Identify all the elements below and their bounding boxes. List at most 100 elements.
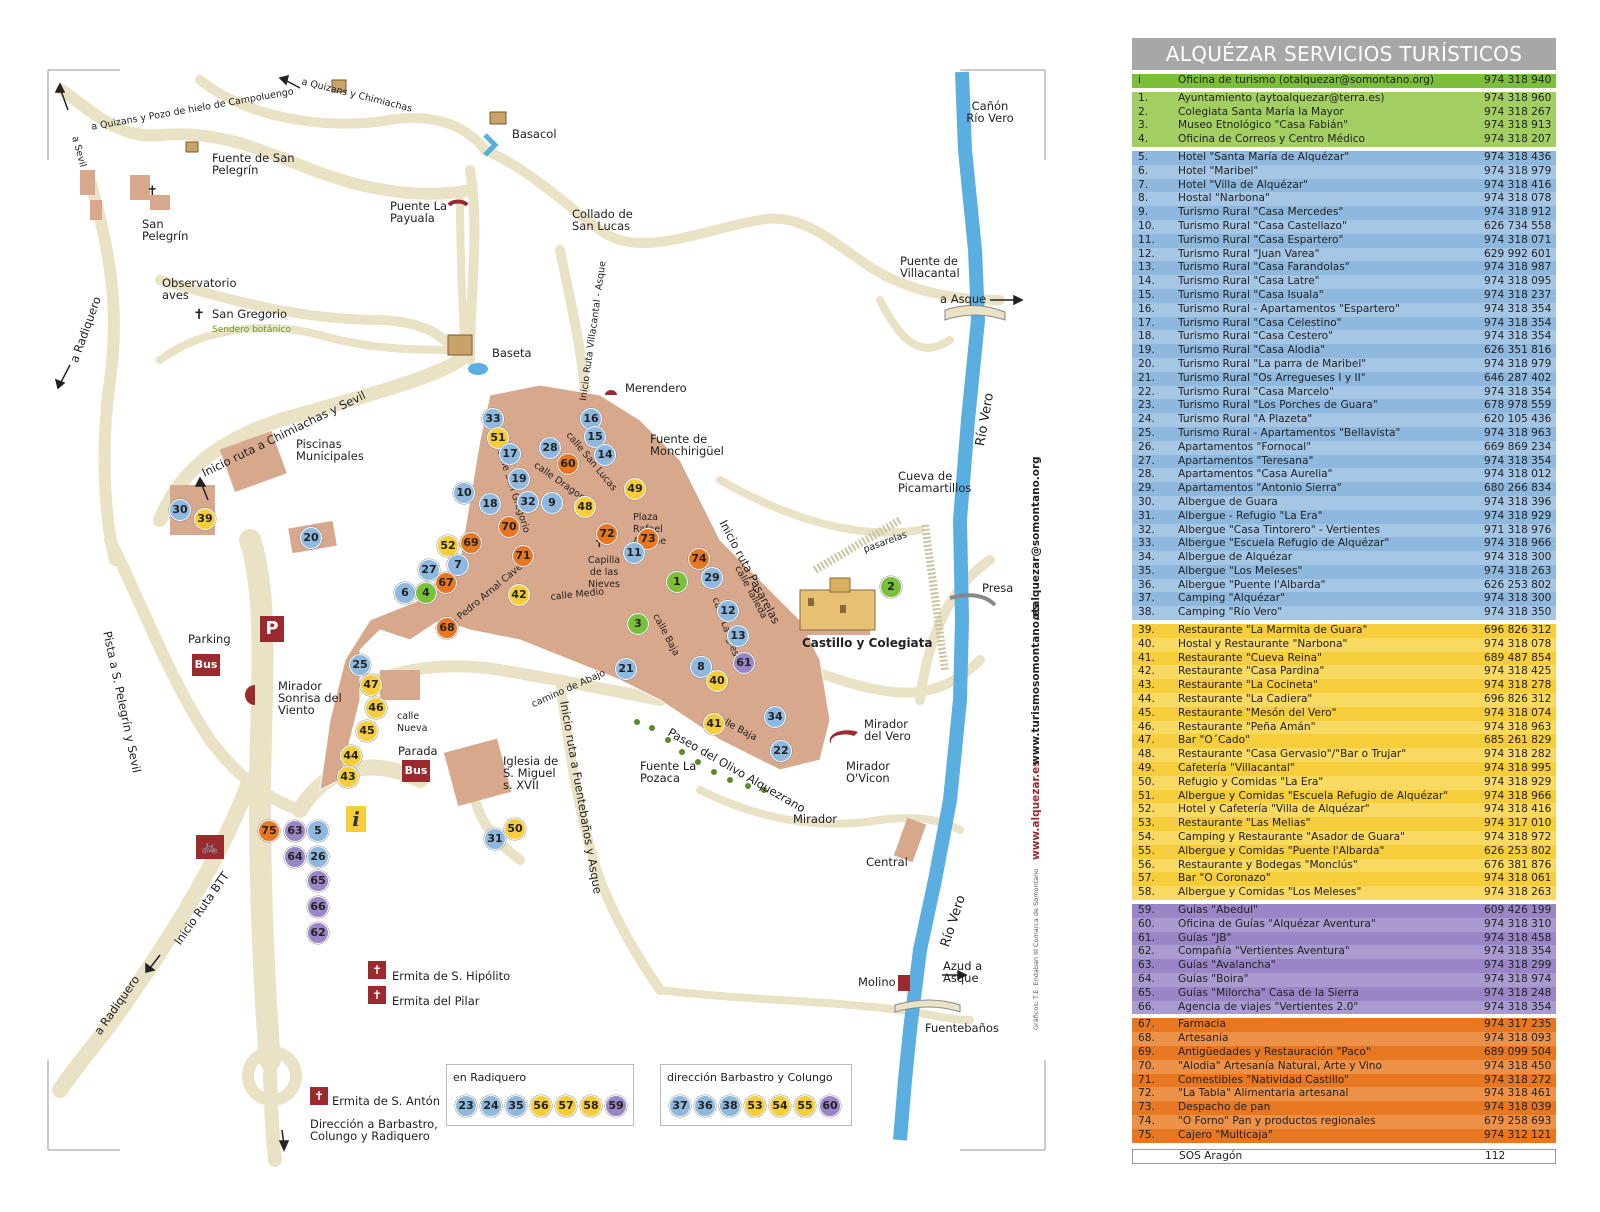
- mirador-vero-icon: [829, 730, 858, 744]
- service-phone: 678 978 559: [1484, 399, 1552, 412]
- service-number: 16.: [1138, 302, 1155, 315]
- map-pin-62[interactable]: 62: [307, 922, 329, 944]
- service-number: 68.: [1138, 1032, 1155, 1045]
- legend-pin-58: 58: [580, 1095, 602, 1117]
- map-pin-5[interactable]: 5: [307, 820, 329, 842]
- map-pin-20[interactable]: 20: [300, 527, 322, 549]
- map-pin-68[interactable]: 68: [436, 617, 458, 639]
- map-pin-50[interactable]: 50: [504, 818, 526, 840]
- map-pin-9[interactable]: 9: [541, 492, 563, 514]
- map-pin-74[interactable]: 74: [688, 548, 710, 570]
- ermita-pilar-cross-icon: ✝: [368, 986, 386, 1004]
- service-number: 75.: [1138, 1128, 1155, 1141]
- service-row: 63.Guías "Avalancha"974 318 299: [1132, 959, 1556, 973]
- service-name: Hostal "Narbona": [1178, 192, 1270, 205]
- service-number: 37.: [1138, 592, 1155, 605]
- map-pin-13[interactable]: 13: [727, 625, 749, 647]
- service-phone: 974 318 416: [1484, 803, 1552, 816]
- map-pin-61[interactable]: 61: [733, 652, 755, 674]
- service-name: Guías "Avalancha": [1178, 959, 1276, 972]
- map-pin-7[interactable]: 7: [447, 554, 469, 576]
- service-row: 53.Restaurante "Las Melias"974 317 010: [1132, 817, 1556, 832]
- map-pin-71[interactable]: 71: [512, 545, 534, 567]
- map-pin-60[interactable]: 60: [557, 453, 579, 475]
- map-pin-22[interactable]: 22: [770, 740, 792, 762]
- basacol-icon: [489, 111, 507, 125]
- map-pin-43[interactable]: 43: [337, 766, 359, 788]
- map-pin-64[interactable]: 64: [284, 846, 306, 868]
- map-pin-25[interactable]: 25: [349, 654, 371, 676]
- service-name: Apartamentos "Antonio Sierra": [1178, 482, 1342, 495]
- map-pin-75[interactable]: 75: [258, 820, 280, 842]
- service-number: 54.: [1138, 831, 1155, 844]
- map-pin-28[interactable]: 28: [539, 437, 561, 459]
- map-pin-14[interactable]: 14: [594, 444, 616, 466]
- map-pin-49[interactable]: 49: [624, 478, 646, 500]
- map-pin-21[interactable]: 21: [615, 658, 637, 680]
- map-pin-30[interactable]: 30: [169, 499, 191, 521]
- map-pin-41[interactable]: 41: [703, 713, 725, 735]
- website-alquezar-link[interactable]: www.alquezar.es: [1030, 760, 1042, 860]
- map-pin-12[interactable]: 12: [717, 600, 739, 622]
- service-group: 39.Restaurante "La Marmita de Guara"696 …: [1132, 624, 1556, 901]
- service-row: 50.Refugio y Comidas "La Era"974 318 929: [1132, 775, 1556, 790]
- map-pin-63[interactable]: 63: [284, 820, 306, 842]
- map-pin-29[interactable]: 29: [701, 567, 723, 589]
- map-pin-11[interactable]: 11: [623, 542, 645, 564]
- map-pin-34[interactable]: 34: [764, 706, 786, 728]
- service-row: 7.Hotel "Villa de Alquézar"974 318 416: [1132, 178, 1556, 193]
- service-number: 18.: [1138, 330, 1155, 343]
- map-pin-67[interactable]: 67: [435, 572, 457, 594]
- map-pin-42[interactable]: 42: [508, 584, 530, 606]
- service-row: 22.Turismo Rural "Casa Marcelo"974 318 3…: [1132, 385, 1556, 400]
- map-pin-65[interactable]: 65: [307, 870, 329, 892]
- map-pin-47[interactable]: 47: [360, 674, 382, 696]
- map-pin-33[interactable]: 33: [482, 408, 504, 430]
- service-phone: 974 317 010: [1484, 817, 1552, 830]
- map-pin-18[interactable]: 18: [479, 493, 501, 515]
- map-pin-70[interactable]: 70: [498, 516, 520, 538]
- map-pin-45[interactable]: 45: [356, 720, 378, 742]
- map-pin-72[interactable]: 72: [596, 523, 618, 545]
- map-pin-48[interactable]: 48: [574, 496, 596, 518]
- map-pin-4[interactable]: 4: [415, 582, 437, 604]
- map-pin-26[interactable]: 26: [307, 846, 329, 868]
- service-name: Ayuntamiento (aytoalquezar@terra.es): [1178, 91, 1385, 104]
- label-mirador: Mirador: [793, 812, 837, 826]
- legend-pin-23: 23: [455, 1095, 477, 1117]
- map-pin-16[interactable]: 16: [580, 408, 602, 430]
- map-pin-52[interactable]: 52: [437, 535, 459, 557]
- map-pin-39[interactable]: 39: [194, 508, 216, 530]
- website-somontano-link[interactable]: www.turismosomontano.es: [1030, 603, 1042, 765]
- map-pin-73[interactable]: 73: [637, 528, 659, 550]
- map-pin-31[interactable]: 31: [484, 828, 506, 850]
- map-pin-66[interactable]: 66: [307, 896, 329, 918]
- service-number: 58.: [1138, 886, 1155, 899]
- service-row: 33.Albergue "Escuela Refugio de Alquézar…: [1132, 537, 1556, 552]
- map-pin-17[interactable]: 17: [499, 443, 521, 465]
- service-phone: 646 287 402: [1484, 371, 1552, 384]
- map-pin-3[interactable]: 3: [627, 613, 649, 635]
- map-pin-32[interactable]: 32: [517, 491, 539, 513]
- service-phone: 974 318 929: [1484, 509, 1552, 522]
- map-pin-19[interactable]: 19: [508, 468, 530, 490]
- map-pin-44[interactable]: 44: [340, 745, 362, 767]
- service-phone: 974 318 061: [1484, 872, 1552, 885]
- parking-sign: P: [260, 616, 284, 642]
- map-pin-10[interactable]: 10: [453, 482, 475, 504]
- map-pin-1[interactable]: 1: [666, 571, 688, 593]
- map-pin-27[interactable]: 27: [418, 559, 440, 581]
- map-pin-6[interactable]: 6: [394, 582, 416, 604]
- email-link[interactable]: otalquezar@somontano.org: [1030, 456, 1042, 620]
- credits-text: Gráficos: T.E. Endaban III Comarca de So…: [1032, 868, 1040, 1030]
- map-pin-2[interactable]: 2: [880, 576, 902, 598]
- map-pin-8[interactable]: 8: [690, 656, 712, 678]
- service-number: 69.: [1138, 1045, 1155, 1058]
- map-pin-69[interactable]: 69: [460, 532, 482, 554]
- map-pin-46[interactable]: 46: [365, 697, 387, 719]
- map-pin-40[interactable]: 40: [706, 670, 728, 692]
- map-pin-15[interactable]: 15: [584, 426, 606, 448]
- service-phone: 974 318 354: [1484, 454, 1552, 467]
